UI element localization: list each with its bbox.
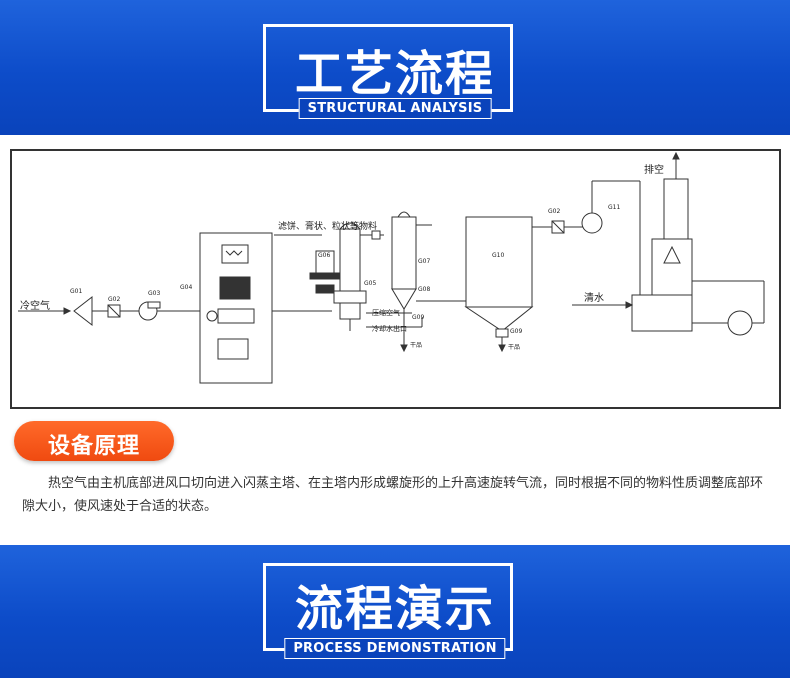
label-g05: G05 bbox=[364, 280, 376, 287]
label-g07: G07 bbox=[418, 258, 430, 265]
label-g06: G06 bbox=[318, 252, 330, 259]
label-cold-air: 冷空气 bbox=[20, 299, 50, 312]
footer-title: 流程演示 bbox=[294, 581, 495, 637]
label-g10: G10 bbox=[492, 252, 504, 259]
process-diagram: 冷空气 G01 G02 G03 G04 G05 G06 G07 G08 G09 … bbox=[10, 149, 781, 409]
footer-banner: 流程演示 PROCESS DEMONSTRATION bbox=[0, 545, 790, 678]
footer-subtitle: PROCESS DEMONSTRATION bbox=[284, 638, 506, 659]
label-g11: G11 bbox=[608, 204, 620, 211]
process-flow-svg: 冷空气 G01 G02 G03 G04 G05 G06 G07 G08 G09 … bbox=[18, 151, 765, 384]
label-g09-b: G09 bbox=[510, 328, 522, 335]
label-clean-water: 清水 bbox=[584, 291, 604, 304]
header-banner: 工艺流程 STRUCTURAL ANALYSIS bbox=[0, 0, 790, 135]
label-compressed-air: 压缩空气 bbox=[372, 308, 400, 317]
label-g04: G04 bbox=[180, 284, 192, 291]
page-subtitle: STRUCTURAL ANALYSIS bbox=[298, 98, 492, 119]
label-g02-fan: G02 bbox=[548, 208, 560, 215]
label-cooling-outlet: 冷却水出口 bbox=[372, 324, 407, 333]
label-g08: G08 bbox=[418, 286, 430, 293]
label-g09-a: G09 bbox=[412, 314, 424, 321]
label-g02: G02 bbox=[108, 296, 120, 303]
label-g01: G01 bbox=[70, 288, 82, 295]
page-title: 工艺流程 bbox=[294, 46, 495, 102]
label-dry-product-1: 干品 bbox=[410, 342, 422, 349]
label-dry-product-2: 干品 bbox=[508, 344, 520, 351]
label-feed-material: 滤饼、膏状、粒状等物料 bbox=[278, 220, 377, 232]
label-g03: G03 bbox=[148, 290, 160, 297]
principle-heading-pill: 设备原理 bbox=[14, 421, 174, 461]
label-exhaust: 排空 bbox=[644, 163, 664, 176]
principle-description: 热空气由主机底部进风口切向进入闪蒸主塔、在主塔内形成螺旋形的上升高速旋转气流，同… bbox=[22, 476, 764, 514]
principle-heading: 设备原理 bbox=[47, 434, 140, 459]
